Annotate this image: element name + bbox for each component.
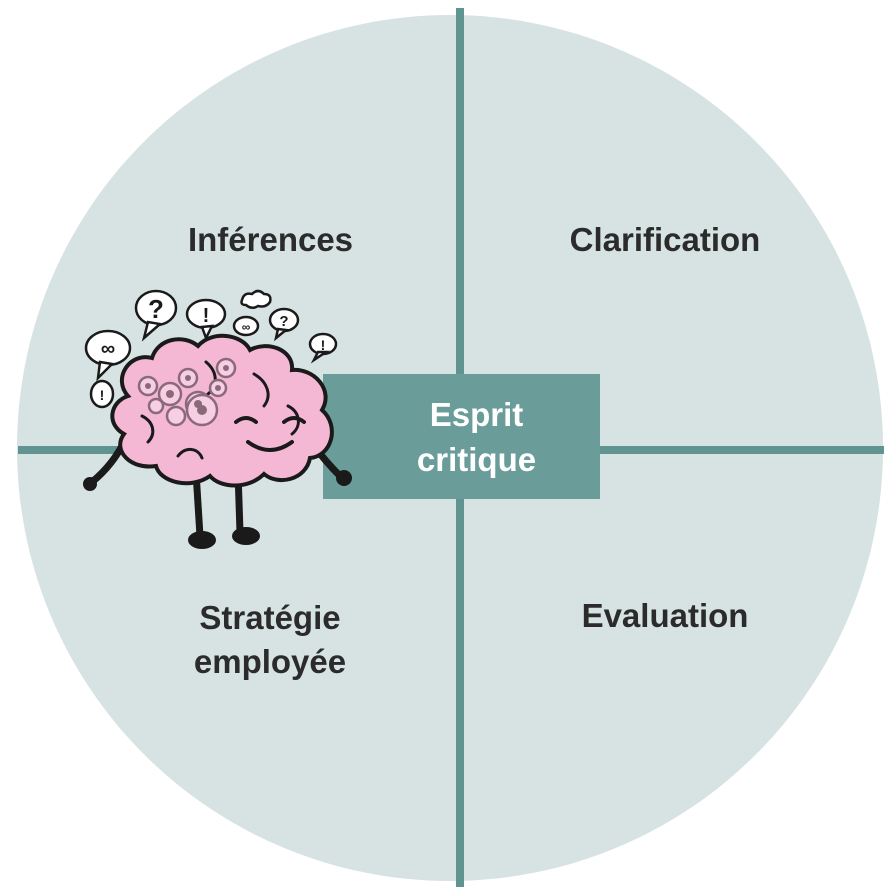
- quadrant-label-strategie: Stratégie employée: [193, 599, 347, 680]
- bubble-glyph: !: [100, 387, 105, 403]
- exclamation-bubble-left-icon: !: [89, 379, 115, 409]
- center-label: Esprit critique: [416, 395, 537, 478]
- bubble-glyph: ?: [279, 313, 288, 330]
- infinity-bubble-icon: ∞: [84, 329, 132, 382]
- bubble-glyph: !: [203, 305, 210, 327]
- center-box: Esprit critique: [323, 374, 600, 499]
- bubble-glyph: ?: [148, 294, 164, 324]
- quadrant-label-evaluation: Evaluation: [581, 597, 749, 634]
- exclamation-bubble-small-icon: !: [308, 332, 338, 364]
- bubble-glyph: !: [321, 337, 326, 353]
- quadrant-label-inferences: Inférences: [187, 221, 354, 258]
- question-bubble-small-icon: ?: [268, 307, 300, 342]
- infinity-bubble-small-icon: ∞: [232, 315, 260, 337]
- thinking-brain-icon: ? ! ∞ ? !: [83, 289, 352, 549]
- bubble-glyph: ∞: [242, 320, 251, 334]
- question-bubble-icon: ?: [134, 289, 178, 342]
- exclamation-bubble-icon: !: [185, 298, 227, 342]
- cloud-icon: [240, 289, 272, 309]
- quadrant-label-clarification: Clarification: [569, 221, 761, 258]
- bubble-glyph: ∞: [101, 338, 115, 360]
